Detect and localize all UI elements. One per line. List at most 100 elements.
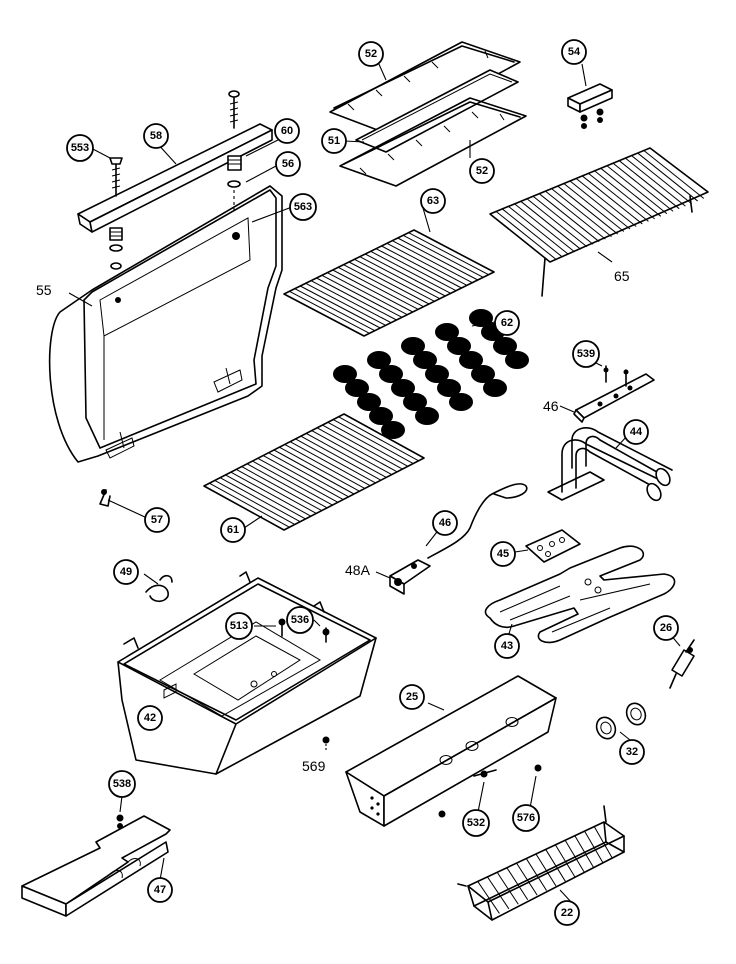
svg-text:536: 536	[291, 614, 309, 626]
basket-wire	[555, 844, 576, 878]
basket-wire	[574, 835, 595, 868]
warming-rack-frame-top	[329, 41, 521, 135]
callout-513: 513	[225, 612, 253, 640]
svg-text:52: 52	[365, 48, 377, 60]
grate-bar	[606, 165, 668, 215]
grate-bar	[612, 162, 674, 212]
svg-text:54: 54	[568, 46, 581, 58]
callout-57: 57	[144, 507, 170, 533]
callout-58: 58	[143, 123, 169, 149]
grid-bar	[381, 245, 462, 289]
callout-22: 22	[554, 900, 580, 926]
grate-bar	[532, 195, 594, 245]
grid-bar	[365, 253, 446, 297]
grid-bar	[225, 474, 306, 520]
grate-bar	[508, 205, 569, 255]
callout-538: 538	[108, 770, 136, 798]
grate-bar	[520, 200, 582, 250]
callout-63: 63	[420, 188, 446, 214]
callout-25: 25	[399, 684, 425, 710]
callout-60: 60	[274, 118, 300, 144]
svg-text:46: 46	[439, 517, 451, 529]
svg-text:57: 57	[151, 514, 163, 526]
grid-bar	[252, 460, 333, 506]
basket-wire	[545, 849, 566, 882]
svg-text:26: 26	[660, 622, 672, 634]
svg-text:52: 52	[476, 165, 488, 177]
grate-bar	[563, 183, 625, 232]
grid-bar	[316, 427, 398, 473]
callout-553: 553	[66, 134, 94, 162]
basket-wire	[487, 876, 510, 910]
svg-text:563: 563	[294, 201, 312, 213]
grid-bar	[246, 463, 328, 509]
callout-61: 61	[220, 517, 246, 543]
briquette	[469, 309, 493, 327]
grid-bar	[311, 430, 392, 476]
grate-bar	[557, 185, 619, 235]
manifold-plate	[525, 529, 581, 563]
ignitor-button	[669, 639, 695, 689]
briquette	[333, 365, 357, 383]
briquette	[437, 379, 461, 397]
svg-text:58: 58	[150, 130, 162, 142]
grate-bar	[643, 150, 705, 199]
grate-bar	[594, 170, 655, 220]
upper-cooking-grate	[489, 147, 709, 297]
svg-text:44: 44	[630, 426, 643, 438]
grid-bar	[306, 432, 387, 478]
label-46: 46	[543, 398, 559, 414]
callout-32: 32	[619, 739, 645, 765]
briquette	[379, 365, 403, 383]
callout-43: 43	[494, 633, 520, 659]
briquette	[369, 407, 393, 425]
label-65: 65	[614, 268, 630, 284]
svg-text:553: 553	[71, 142, 89, 154]
grid-bar	[322, 424, 403, 470]
svg-text:49: 49	[120, 566, 132, 578]
briquette	[425, 365, 449, 383]
grate-bar	[501, 208, 563, 258]
callout-536: 536	[286, 606, 314, 634]
grate-bar	[581, 175, 643, 225]
grid-bar	[262, 455, 344, 500]
burner-bracket	[573, 365, 655, 423]
handle-bracket	[567, 83, 613, 129]
grid-bar	[219, 477, 301, 523]
grate-bar	[575, 178, 637, 227]
svg-text:513: 513	[230, 620, 248, 632]
grid-bar	[289, 441, 371, 487]
label-55: 55	[36, 282, 52, 298]
control-knobs	[595, 702, 647, 740]
handle-spacer-left	[109, 227, 123, 270]
svg-text:56: 56	[282, 158, 294, 170]
briquette	[483, 379, 507, 397]
firebox-screws	[278, 618, 330, 643]
grate-bar	[545, 190, 606, 240]
grid-bar	[343, 264, 424, 308]
grid-bar	[397, 237, 478, 281]
grid-bar	[294, 288, 376, 332]
callout-47: 47	[147, 877, 173, 903]
grid-bar	[386, 242, 468, 286]
svg-text:576: 576	[517, 812, 535, 824]
callout-49: 49	[113, 559, 139, 585]
grate-bar	[637, 152, 699, 202]
svg-text:47: 47	[154, 884, 166, 896]
briquette	[415, 407, 439, 425]
grid-bar	[370, 250, 451, 294]
venturi-tubes	[547, 427, 673, 502]
basket-wire	[564, 840, 585, 873]
briquette	[459, 351, 483, 369]
grid-bar	[273, 449, 355, 495]
grid-bar	[300, 435, 382, 481]
grid-bar	[236, 468, 317, 514]
firebox-bowl	[117, 571, 377, 775]
ceramic-briquettes	[333, 309, 529, 439]
svg-text:42: 42	[144, 712, 156, 724]
grid-bar	[402, 234, 484, 278]
cooking-grid-upper	[283, 229, 495, 337]
basket-wire	[477, 881, 500, 914]
grid-bar	[310, 280, 392, 324]
grid-bar	[332, 419, 414, 464]
